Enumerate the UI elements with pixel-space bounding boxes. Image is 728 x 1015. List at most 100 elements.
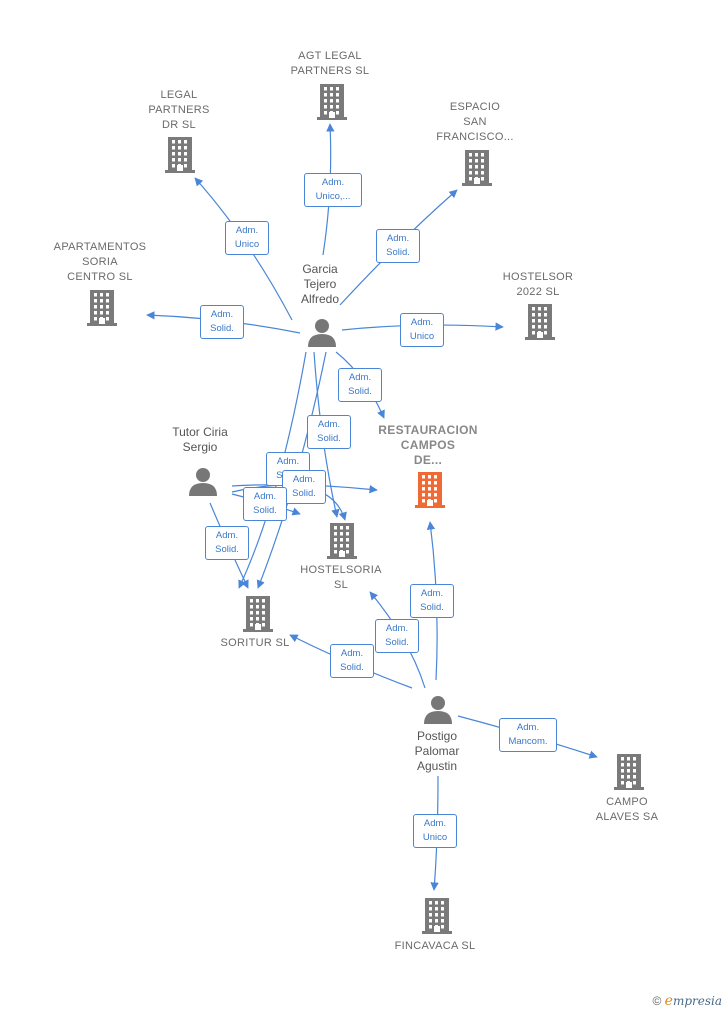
person-icon[interactable] bbox=[188, 466, 218, 501]
person-label-line: Garcia bbox=[302, 262, 338, 276]
company-label-line: RESTAURACION bbox=[378, 423, 478, 437]
role-badge-line: Adm. bbox=[386, 233, 410, 244]
company-label-line: HOSTELSORIA bbox=[300, 564, 382, 576]
company-label-line: CAMPOS bbox=[400, 438, 456, 452]
copyright-symbol: © bbox=[652, 994, 662, 1008]
role-badge-line: Unico bbox=[422, 832, 448, 843]
role-badge-line: Solid. bbox=[385, 637, 409, 648]
role-badge[interactable]: Adm. Unico bbox=[225, 221, 269, 255]
building-icon[interactable] bbox=[243, 596, 273, 637]
role-badge-line: Adm. bbox=[215, 530, 239, 541]
role-badge[interactable]: Adm.Solid. bbox=[200, 305, 244, 339]
brand-rest: mpresia bbox=[672, 994, 722, 1008]
role-badge-line: Adm. bbox=[423, 818, 447, 829]
role-badge[interactable]: Adm. Solid. bbox=[205, 526, 249, 560]
building-icon[interactable] bbox=[614, 754, 644, 795]
company-label-line: FINCAVACA SL bbox=[394, 940, 476, 952]
building-icon[interactable] bbox=[165, 137, 195, 178]
building-icon[interactable] bbox=[87, 290, 117, 331]
company-label-line: DR SL bbox=[162, 119, 196, 131]
company-label-line: ESPACIO bbox=[449, 101, 501, 113]
person-label-line: Tejero bbox=[303, 277, 337, 291]
company-label-line: CENTRO SL bbox=[67, 271, 133, 283]
building-icon[interactable] bbox=[327, 523, 357, 564]
role-badge-line: Solid. bbox=[215, 544, 239, 555]
brand-initial: e bbox=[664, 993, 673, 1009]
company-label-line: AGT LEGAL bbox=[298, 50, 362, 62]
company-label-fincavaca[interactable]: FINCAVACA SL bbox=[395, 939, 476, 954]
role-badge-line: Adm. bbox=[235, 225, 259, 236]
edges bbox=[146, 123, 598, 891]
copyright: © empresia bbox=[652, 993, 722, 1009]
role-badge[interactable]: Adm. Mancom. bbox=[499, 718, 557, 752]
company-label-line: FRANCISCO... bbox=[436, 131, 514, 143]
company-label-line: 2022 SL bbox=[516, 286, 560, 298]
company-label-hostelsoria[interactable]: HOSTELSORIA SL bbox=[300, 563, 382, 593]
role-badge[interactable]: Adm.Solid. bbox=[330, 644, 374, 678]
company-label-line: SORITUR SL bbox=[220, 637, 290, 649]
role-badge[interactable]: Adm. Unico bbox=[413, 814, 457, 848]
role-badge[interactable]: Adm. Unico,... bbox=[304, 173, 362, 207]
person-label-line: Palomar bbox=[414, 744, 460, 758]
company-label-agt[interactable]: AGT LEGAL PARTNERS SL bbox=[291, 49, 370, 79]
company-label-soritur[interactable]: SORITUR SL bbox=[220, 636, 289, 651]
role-badge[interactable]: Adm. Unico bbox=[400, 313, 444, 347]
role-badge-line: Adm. bbox=[253, 491, 277, 502]
role-badge-line: Adm. bbox=[276, 456, 300, 467]
company-label-apartamentos[interactable]: APARTAMENTOS SORIA CENTRO SL bbox=[54, 240, 147, 285]
person-icon[interactable] bbox=[423, 694, 453, 729]
role-badge[interactable]: Adm. Solid. bbox=[376, 229, 420, 263]
company-label-line: PARTNERS bbox=[148, 104, 210, 116]
company-label-line: SAN bbox=[463, 116, 487, 128]
role-badge-line: Adm. bbox=[321, 177, 345, 188]
role-badge-line: Unico bbox=[234, 239, 260, 250]
role-badge-line: Adm. bbox=[292, 474, 316, 485]
role-badge-line: Solid. bbox=[317, 433, 341, 444]
person-icon[interactable] bbox=[307, 317, 337, 352]
company-label-line: DE... bbox=[413, 453, 443, 467]
role-badge-line: Mancom. bbox=[508, 736, 548, 747]
company-label-line: APARTAMENTOS bbox=[53, 241, 147, 253]
company-label-line: LEGAL bbox=[160, 89, 198, 101]
role-badge-line: Solid. bbox=[386, 247, 410, 258]
building-icon[interactable] bbox=[525, 304, 555, 345]
role-badge[interactable]: Adm. Solid. bbox=[375, 619, 419, 653]
role-badge-line: Solid. bbox=[210, 323, 234, 334]
role-badge[interactable]: Adm.Solid. bbox=[410, 584, 454, 618]
company-label-line: SL bbox=[333, 579, 349, 591]
role-badge-line: Adm. bbox=[410, 317, 434, 328]
company-label-line: PARTNERS SL bbox=[290, 65, 370, 77]
role-badge-line: Adm. bbox=[340, 648, 364, 659]
role-badge-line: Adm. bbox=[385, 623, 409, 634]
role-badge-line: Unico,... bbox=[315, 191, 351, 202]
company-label-legal[interactable]: LEGAL PARTNERS DR SL bbox=[148, 88, 209, 133]
role-badge[interactable]: Adm. Solid. bbox=[282, 470, 326, 504]
role-badge-line: Solid. bbox=[253, 505, 277, 516]
building-icon[interactable] bbox=[317, 84, 347, 125]
person-label-line: Alfredo bbox=[300, 292, 340, 306]
company-label-espacio[interactable]: ESPACIO SAN FRANCISCO... bbox=[436, 100, 514, 145]
role-badge-line: Adm. bbox=[516, 722, 540, 733]
building-icon[interactable] bbox=[415, 472, 445, 513]
building-icon[interactable] bbox=[422, 898, 452, 939]
role-badge-line: Unico bbox=[409, 331, 435, 342]
role-badge[interactable]: Adm. Solid. bbox=[243, 487, 287, 521]
company-label-line: SORIA bbox=[82, 256, 118, 268]
role-badge[interactable]: Adm.Solid. bbox=[338, 368, 382, 402]
role-badge-line: Solid. bbox=[348, 386, 372, 397]
role-badge-line: Adm. bbox=[317, 419, 341, 430]
person-label-line: Agustin bbox=[416, 759, 458, 773]
role-badge-line: Solid. bbox=[420, 602, 444, 613]
building-icon[interactable] bbox=[462, 150, 492, 191]
role-badge[interactable]: Adm. Solid. bbox=[307, 415, 351, 449]
role-badge-line: Solid. bbox=[292, 488, 316, 499]
person-label-line: Sergio bbox=[182, 440, 218, 454]
company-label-line: CAMPO bbox=[606, 796, 648, 808]
